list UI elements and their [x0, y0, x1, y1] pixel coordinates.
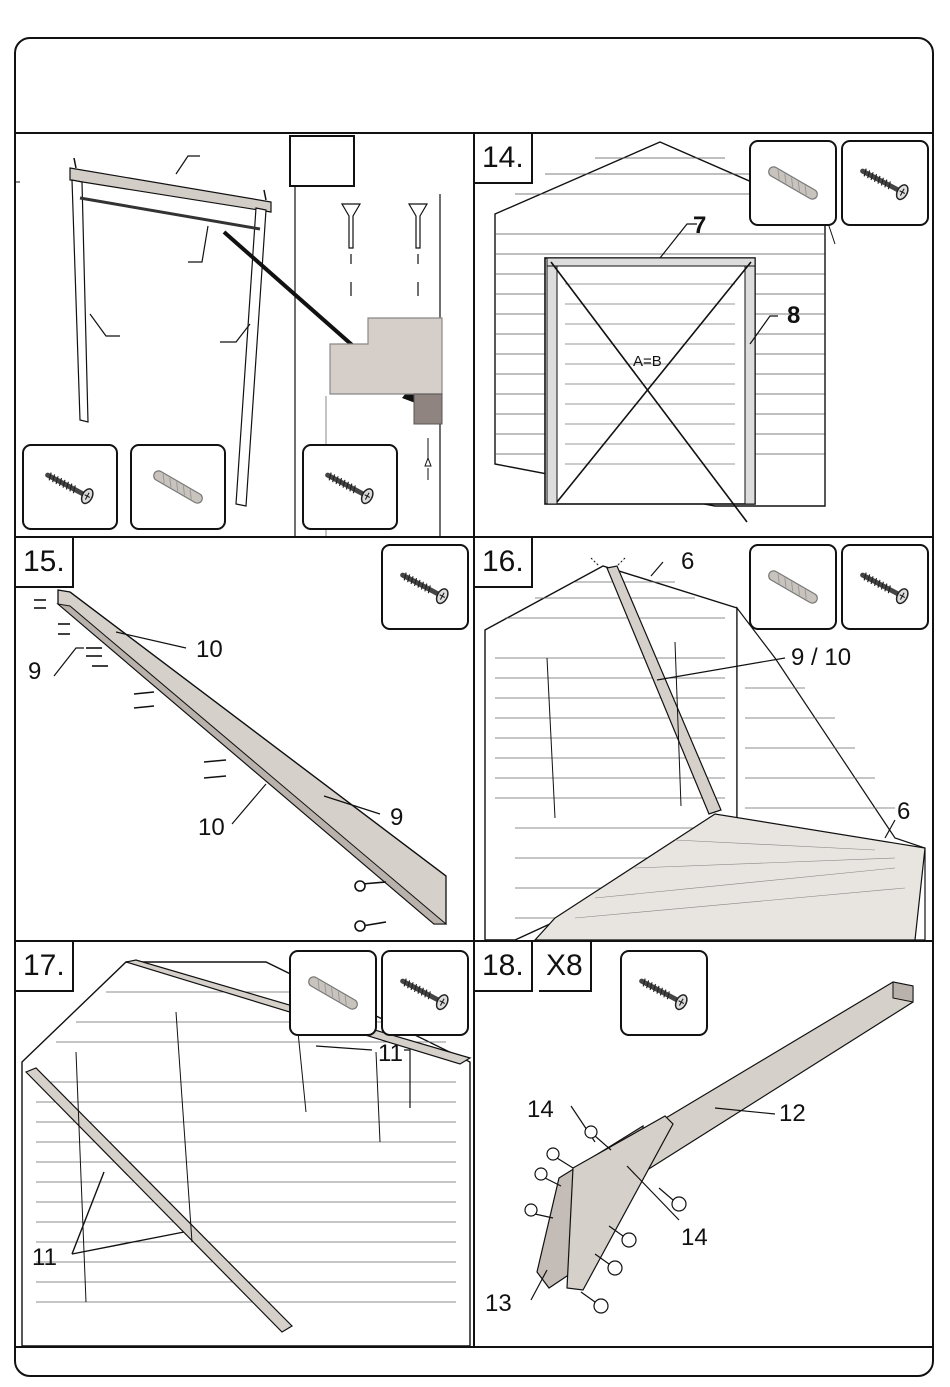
screw-icon [383, 952, 467, 1034]
screw-icon [383, 546, 467, 628]
step-number-15: 15. [16, 538, 74, 588]
screw-icon [24, 446, 116, 528]
callout-11-lower: 11 [32, 1246, 57, 1270]
fastener-box-dowel [289, 950, 377, 1036]
callout-10: 10 [196, 638, 223, 662]
screw-icon [843, 142, 927, 224]
panel-step-14: 14. 7 8 A=B [475, 134, 933, 536]
screw-icon [304, 446, 396, 528]
panel-step-18: 18. X8 14 12 14 13 [475, 942, 933, 1346]
panel-step-16: 16. 6 9 / 10 6 [475, 538, 933, 940]
step-number-14: 14. [475, 134, 533, 184]
fastener-box-screw [22, 444, 118, 530]
step-number-18: 18. [475, 942, 533, 992]
dowel-icon [132, 446, 224, 528]
screw-icon [622, 952, 706, 1034]
dowel-icon [291, 952, 375, 1034]
callout-14: 14 [527, 1098, 554, 1122]
fastener-box-screw [381, 544, 469, 630]
panel-step-17: 17. 11 11 [16, 942, 473, 1346]
panel-door-frame [16, 134, 473, 536]
callout-9: 9 [28, 660, 41, 684]
fastener-box-dowel [130, 444, 226, 530]
panel-step-15: 15. 9 10 10 9 [16, 538, 473, 940]
fastener-box-screw [841, 140, 929, 226]
fastener-box-screw [841, 544, 929, 630]
callout-9-lower: 9 [390, 806, 403, 830]
callout-13: 13 [485, 1292, 512, 1316]
step-number-17: 17. [16, 942, 74, 992]
divider-bottom [15, 1346, 933, 1348]
callout-14-lower: 14 [681, 1226, 708, 1250]
callout-6-lower: 6 [897, 800, 910, 824]
callout-8: 8 [787, 304, 800, 328]
callout-7: 7 [693, 214, 706, 238]
callout-11: 11 [378, 1042, 403, 1066]
callout-6: 6 [681, 550, 694, 574]
fastener-box-dowel [749, 140, 837, 226]
fastener-box-dowel [749, 544, 837, 630]
screw-icon [843, 546, 927, 628]
fastener-box-screw-2 [302, 444, 398, 530]
callout-10-lower: 10 [198, 816, 225, 840]
label-a-equals-b: A=B [633, 350, 662, 374]
quantity-multiplier: X8 [539, 942, 592, 992]
dowel-icon [751, 546, 835, 628]
fastener-box-screw [381, 950, 469, 1036]
step-number-16: 16. [475, 538, 533, 588]
callout-9-10: 9 / 10 [791, 646, 851, 670]
fastener-box-screw [620, 950, 708, 1036]
dowel-icon [751, 142, 835, 224]
callout-12: 12 [779, 1102, 806, 1126]
